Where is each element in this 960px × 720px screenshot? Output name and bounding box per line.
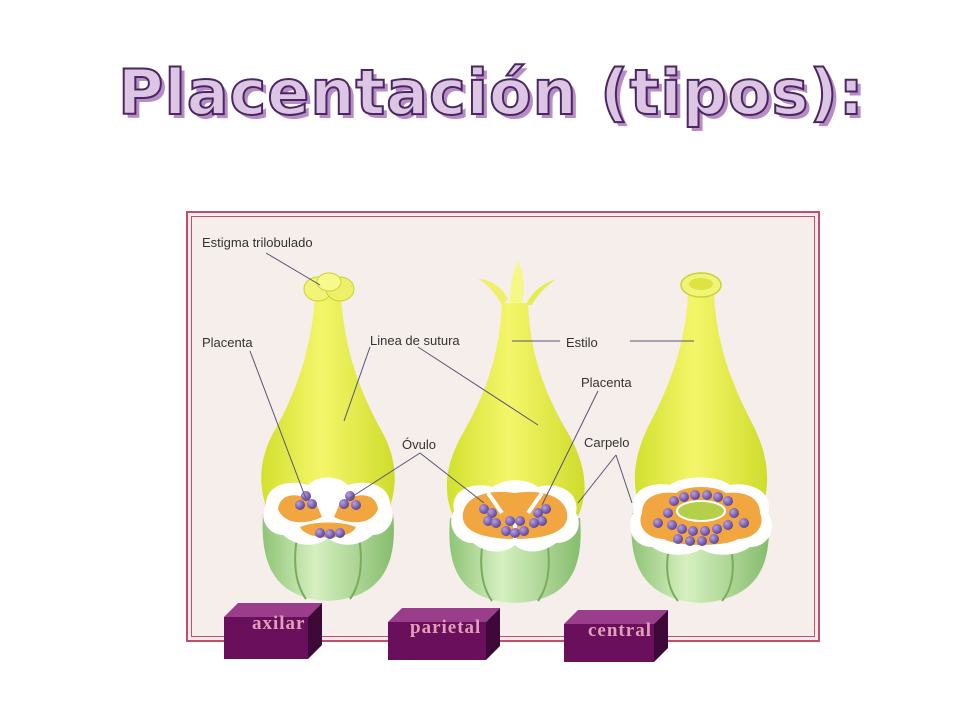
tab-box-shape — [564, 610, 668, 662]
tab-axilar[interactable]: axilar — [224, 603, 322, 659]
tab-parietal-label: parietal — [410, 617, 482, 638]
cross-section-1 — [263, 477, 393, 545]
flower-parietal — [446, 261, 585, 603]
tab-axilar-label: axilar — [252, 613, 306, 634]
label-carpelo: Carpelo — [584, 435, 630, 450]
ovules-axilar — [295, 491, 361, 539]
style-2 — [446, 303, 585, 516]
locule — [462, 491, 568, 539]
style-3 — [634, 293, 768, 509]
leader-lines — [249, 252, 694, 506]
label-placenta-left: Placenta — [202, 335, 253, 350]
label-linea-sutura: Linea de sutura — [370, 333, 460, 348]
figure-frame: Estigma trilobulado Placenta Linea de su… — [186, 211, 820, 642]
stigma-lobe — [510, 261, 524, 303]
label-estigma: Estigma trilobulado — [202, 235, 313, 250]
tab-parietal[interactable]: parietal — [388, 608, 500, 660]
stigma-lobe — [316, 272, 342, 292]
stigma-lobe — [526, 279, 556, 305]
stigma-pore — [689, 278, 713, 290]
central-column — [676, 500, 726, 522]
tab-central-label: central — [588, 620, 652, 641]
slide-title: Placentación (tipos): — [117, 56, 865, 129]
label-placenta-right: Placenta — [581, 375, 632, 390]
style-1 — [261, 293, 395, 511]
label-estilo: Estilo — [566, 335, 598, 350]
stigma-lobe — [478, 279, 508, 305]
flower-axilar — [261, 272, 395, 601]
tab-box-shape — [224, 603, 322, 659]
ovules-parietal — [479, 504, 551, 538]
ovules-central — [653, 490, 749, 546]
placentation-diagram: Estigma trilobulado Placenta Linea de su… — [202, 235, 772, 603]
label-ovulo: Óvulo — [402, 437, 436, 452]
flower-central — [630, 272, 772, 603]
tab-box-shape — [388, 608, 500, 660]
tab-central[interactable]: central — [564, 610, 668, 662]
